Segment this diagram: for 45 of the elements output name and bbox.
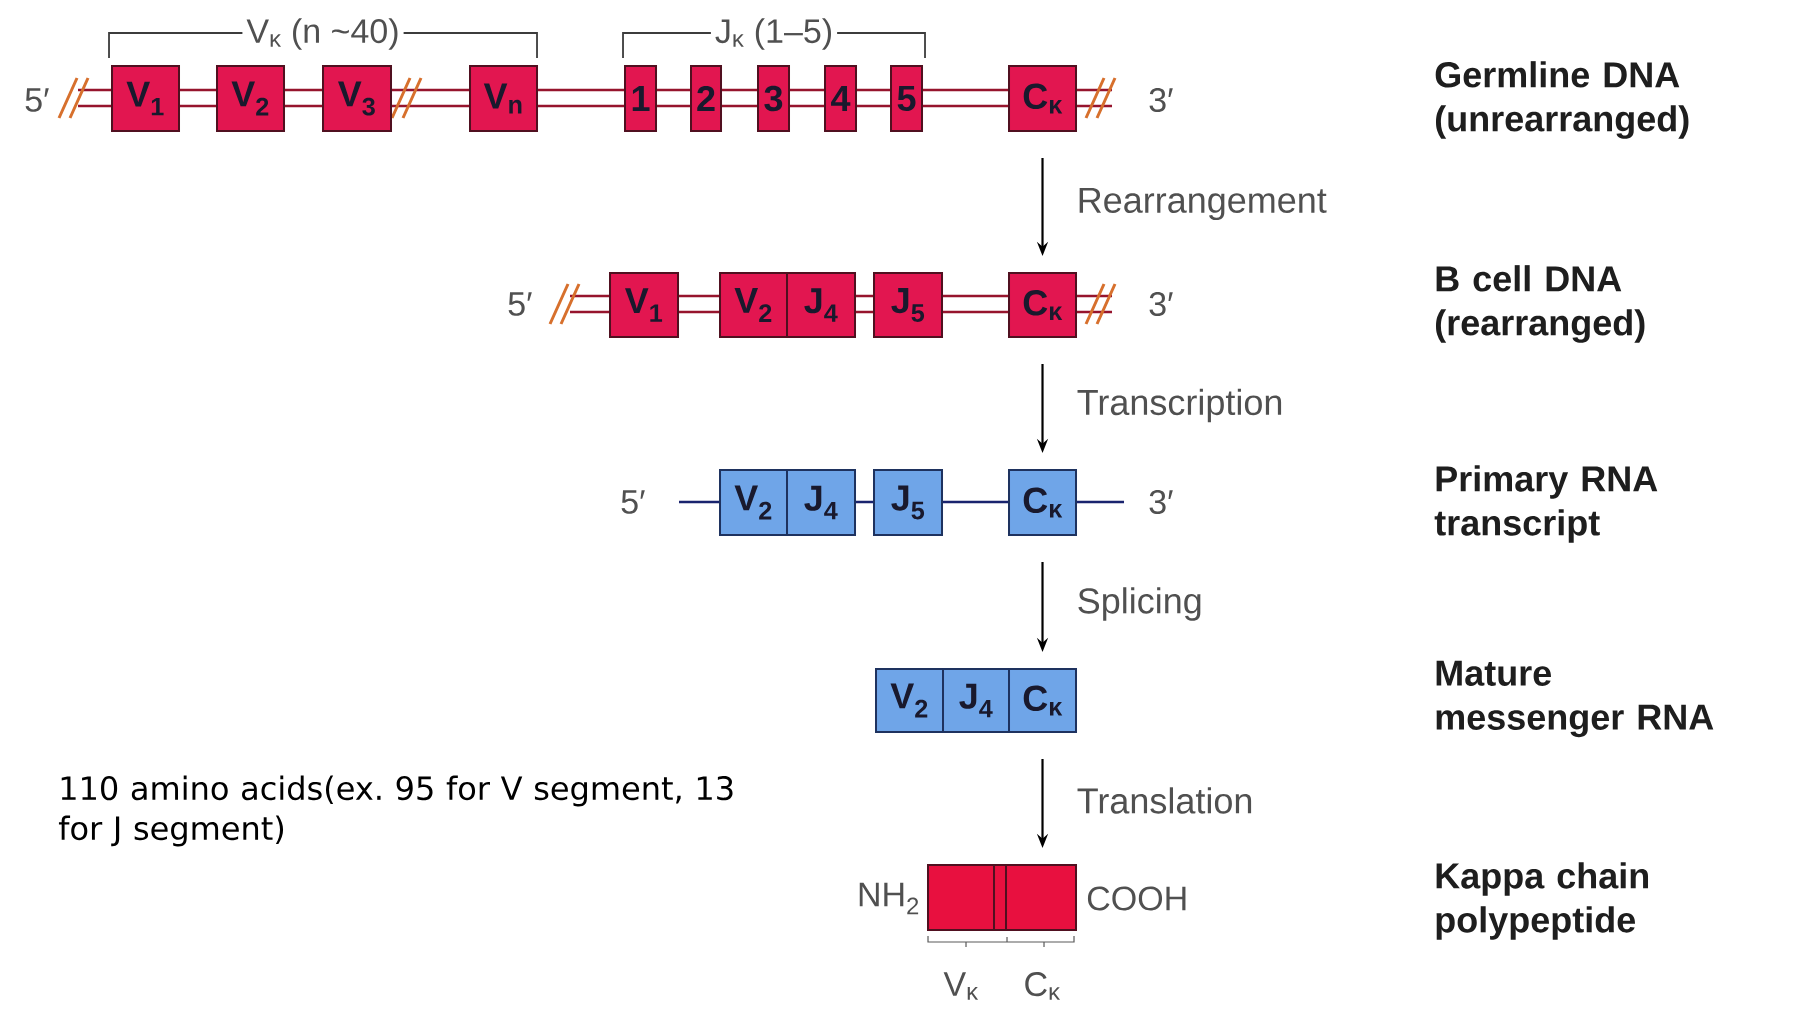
stage-label: Mature messenger RNA [1436, 660, 1714, 738]
gene-segment-box: C$_{κ}$ [1008, 272, 1077, 338]
edge-label: Rearrangement [1074, 185, 1329, 223]
gene-segment-box: C$_{κ}$ [1008, 668, 1077, 733]
end-label: 5′ [25, 88, 49, 112]
gene-segment-box: C$_{κ}$ [1008, 65, 1077, 132]
edge-label: Transcription [1074, 386, 1286, 425]
gene-segment-box: V$_{1}$ [609, 272, 679, 338]
gene-segment-box: V$_{n}$ [469, 65, 538, 132]
stage-label: Germline DNA (unrearranged) [1435, 61, 1689, 139]
edge-label: Translation [1074, 785, 1256, 816]
terminus-label: NH$_{2}$ [859, 882, 919, 915]
bracket-label: V$_{κ}$ (n ~40) [242, 14, 404, 54]
region-label: V$_{κ}$ [943, 972, 979, 1000]
bracket-label: J$_{κ}$ (1–5) [710, 14, 838, 54]
gene-segment-box: 3 [757, 65, 790, 132]
gene-segment-box: 2 [690, 65, 722, 132]
end-label: 5′ [508, 292, 532, 316]
region-label: C$_{κ}$ [1025, 972, 1060, 1000]
gene-segment-box: V$_{2}$ [719, 469, 788, 536]
gene-segment-box: J$_{4}$ [786, 272, 856, 338]
gene-segment-box: J$_{4}$ [786, 469, 856, 536]
gene-segment-box: V$_{2}$ [875, 668, 944, 733]
end-label: 3′ [1149, 87, 1173, 113]
gene-segment-box: J$_{5}$ [873, 469, 943, 536]
note-text: 110 amino acids(ex. 95 for V segment, 13 for J segment) [58, 775, 733, 847]
stage-label: Primary RNA transcript [1434, 465, 1658, 543]
gene-segment-box: V$_{3}$ [322, 65, 392, 132]
stage-label: B cell DNA (rearranged) [1436, 265, 1645, 343]
gene-segment-box: V$_{2}$ [216, 65, 285, 132]
gene-segment-box: V$_{1}$ [111, 65, 180, 132]
gene-segment-box: 1 [624, 65, 657, 132]
end-label: 3′ [1149, 489, 1173, 515]
end-label: 3′ [1149, 291, 1173, 317]
end-label: 5′ [621, 490, 645, 514]
edge-label: Splicing [1074, 585, 1205, 623]
polypeptide-bar [927, 863, 1077, 931]
gene-segment-box: 5 [890, 65, 923, 132]
gene-segment-box: V$_{2}$ [719, 272, 788, 338]
gene-segment-box: 4 [824, 65, 857, 132]
gene-segment-box: C$_{κ}$ [1008, 469, 1077, 536]
stage-label: Kappa chain polypeptide [1436, 862, 1648, 940]
gene-segment-box: J$_{4}$ [942, 668, 1010, 733]
gene-segment-box: J$_{5}$ [873, 272, 943, 338]
terminus-label: COOH [1087, 886, 1186, 911]
